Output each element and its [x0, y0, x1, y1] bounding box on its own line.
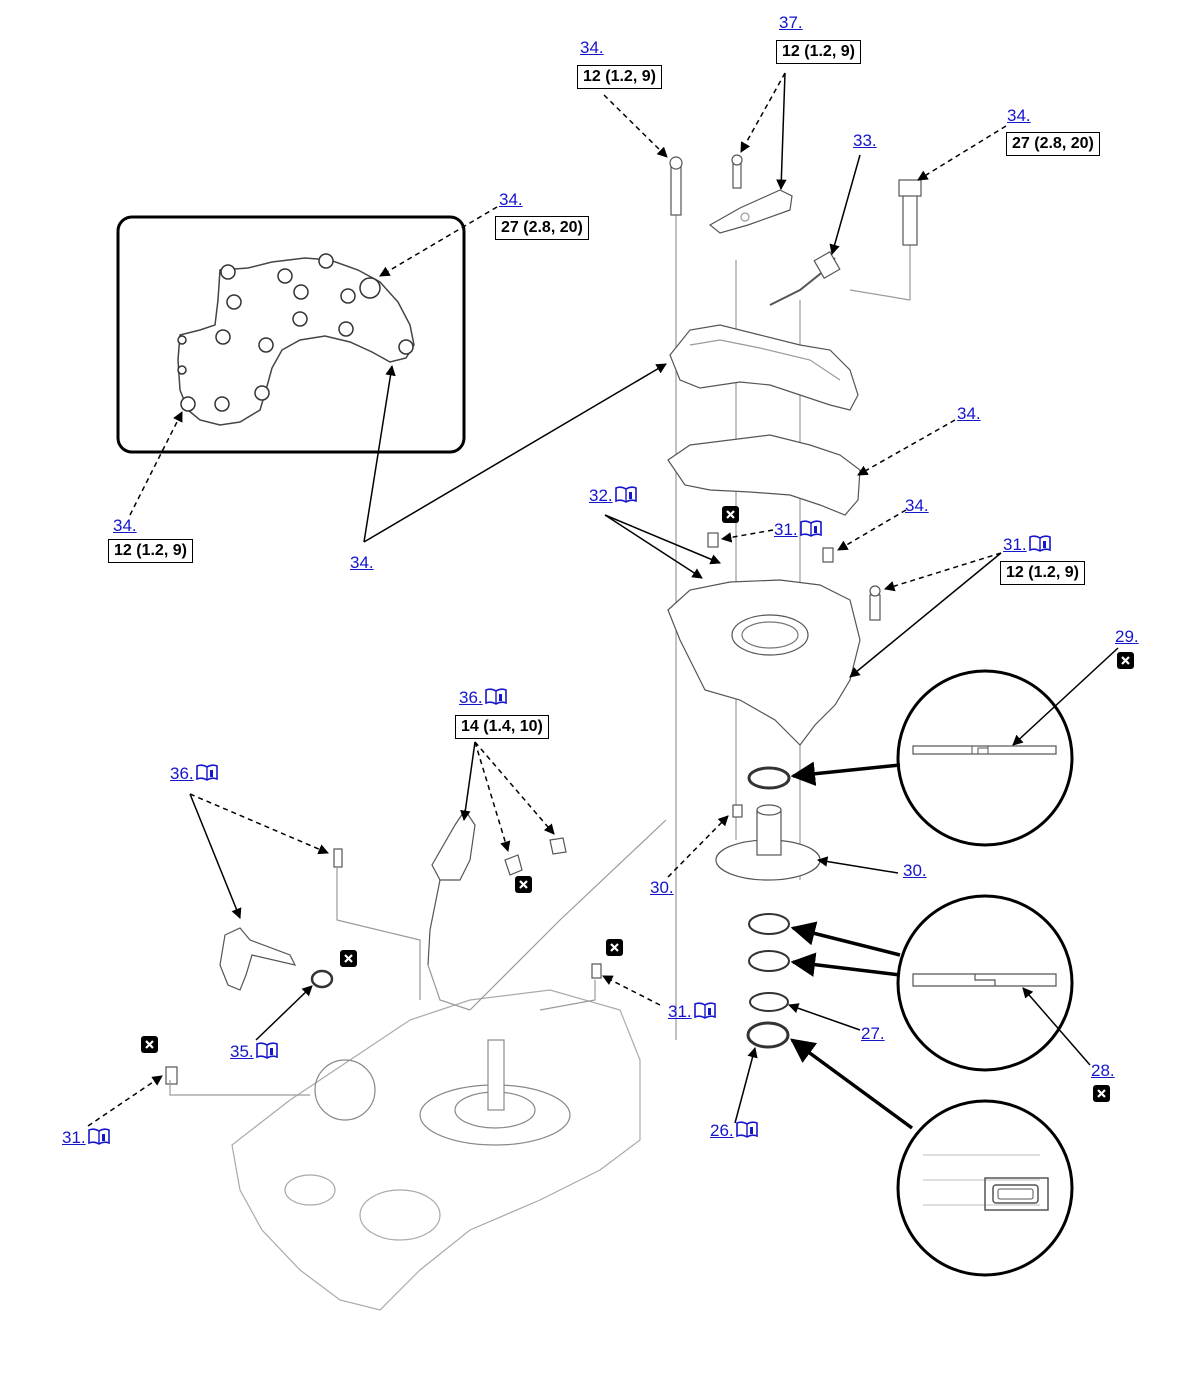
callout-30-dowel[interactable]: 30.	[650, 878, 674, 897]
service-manual-info-icon	[1028, 535, 1051, 552]
callout-36-sensor[interactable]: 36.	[459, 688, 508, 708]
callout-31-dowel-lower[interactable]: 31.	[668, 1002, 717, 1022]
solid-leaders	[189, 72, 1119, 1124]
exploded-parts	[165, 154, 922, 1311]
callout-34-inset-bottom[interactable]: 34.	[113, 516, 137, 535]
dashed-leaders	[87, 72, 1007, 1127]
callout-label: 36.	[459, 688, 483, 707]
torque-spec: 14 (1.4, 10)	[455, 715, 549, 739]
callout-34-inset-group[interactable]: 34.	[350, 553, 374, 572]
callout-label: 31.	[62, 1128, 86, 1147]
callout-31-dowel-left[interactable]: 31.	[62, 1128, 111, 1148]
callout-label: 26.	[710, 1121, 734, 1140]
torque-spec: 27 (2.8, 20)	[495, 216, 589, 240]
torque-spec: 12 (1.2, 9)	[108, 539, 193, 563]
torque-spec: 27 (2.8, 20)	[1006, 132, 1100, 156]
callout-33-pipe[interactable]: 33.	[853, 131, 877, 150]
replace-part-x-icon	[141, 1036, 158, 1053]
callout-31-bolt-housing[interactable]: 31.	[1003, 535, 1052, 555]
service-manual-info-icon	[484, 688, 507, 705]
callout-29-seal[interactable]: 29.	[1115, 627, 1139, 646]
service-manual-info-icon	[195, 764, 218, 781]
callout-label: 32.	[589, 486, 613, 505]
callout-31-dowel-upper[interactable]: 31.	[774, 520, 823, 540]
callout-34-inset-bolt[interactable]: 34.	[499, 190, 523, 209]
replace-part-x-icon	[722, 506, 739, 523]
callout-label: 31.	[668, 1002, 692, 1021]
callout-37-bracket[interactable]: 37.	[779, 13, 803, 32]
inset-detail-view	[116, 215, 466, 454]
seal-detail-circles	[896, 669, 1074, 1277]
callout-label: 36.	[170, 764, 194, 783]
callout-35-washer[interactable]: 35.	[230, 1042, 279, 1062]
replace-part-x-icon	[1117, 652, 1134, 669]
callout-27-ring[interactable]: 27.	[861, 1024, 885, 1043]
service-manual-info-icon	[87, 1128, 110, 1145]
replace-part-x-icon	[1093, 1085, 1110, 1102]
callout-30-flange[interactable]: 30.	[903, 861, 927, 880]
replace-part-x-icon	[606, 939, 623, 956]
callout-26-seal[interactable]: 26.	[710, 1121, 759, 1141]
detail-arrows	[790, 761, 914, 1130]
torque-spec: 12 (1.2, 9)	[1000, 561, 1085, 585]
callout-34-gasket[interactable]: 34.	[957, 404, 981, 423]
service-manual-info-icon	[799, 520, 822, 537]
callout-36-fork[interactable]: 36.	[170, 764, 219, 784]
callout-34-bolt-right[interactable]: 34.	[1007, 106, 1031, 125]
callout-label: 31.	[774, 520, 798, 539]
service-manual-info-icon	[735, 1121, 758, 1138]
torque-spec: 12 (1.2, 9)	[776, 40, 861, 64]
callout-34-bolt-top[interactable]: 34.	[580, 38, 604, 57]
torque-spec: 12 (1.2, 9)	[577, 65, 662, 89]
callout-label: 35.	[230, 1042, 254, 1061]
replace-part-x-icon	[515, 876, 532, 893]
service-manual-info-icon	[614, 486, 637, 503]
callout-28-ring[interactable]: 28.	[1091, 1061, 1115, 1080]
service-manual-info-icon	[255, 1042, 278, 1059]
callout-34-dowel-right[interactable]: 34.	[905, 496, 929, 515]
callout-32-orings[interactable]: 32.	[589, 486, 638, 506]
callout-label: 31.	[1003, 535, 1027, 554]
service-manual-info-icon	[693, 1002, 716, 1019]
replace-part-x-icon	[340, 950, 357, 967]
